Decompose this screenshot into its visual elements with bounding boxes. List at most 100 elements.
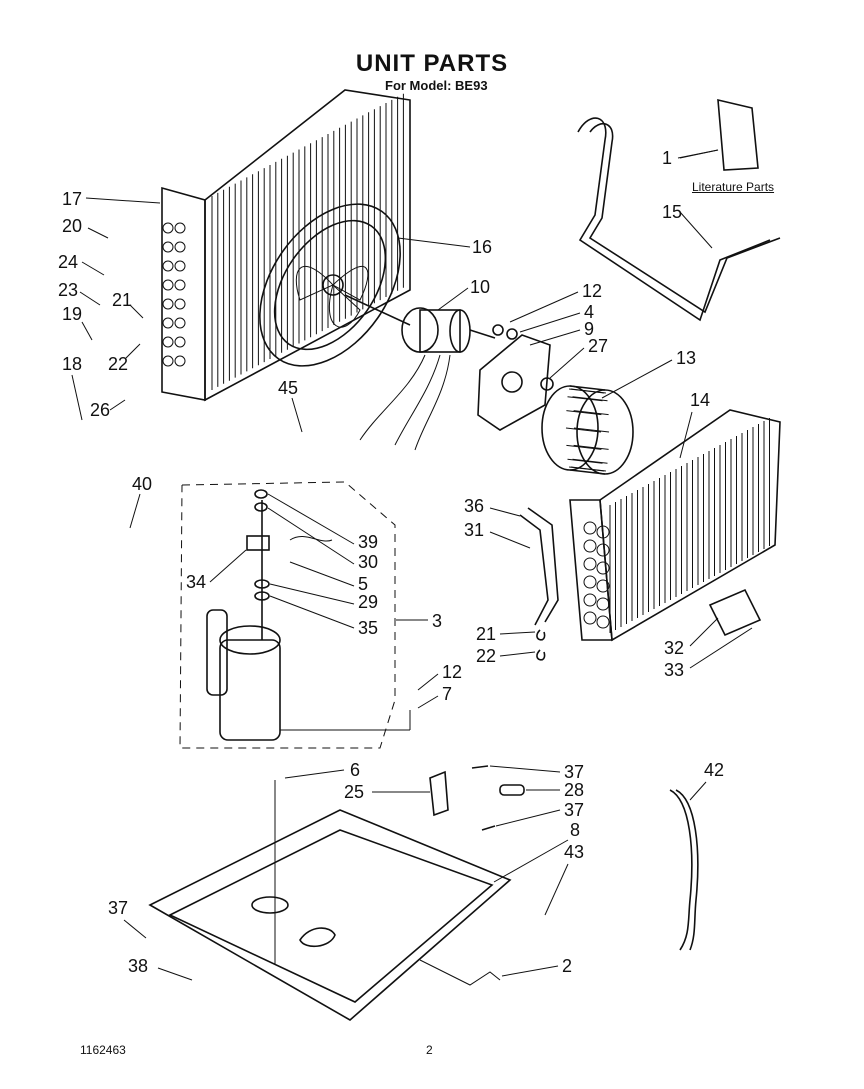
leader-line-c17 — [85, 197, 161, 204]
leader-line-c43 — [544, 863, 569, 916]
callout-c42: 42 — [704, 760, 724, 780]
callout-c9: 9 — [584, 319, 594, 339]
callout-c18: 18 — [62, 354, 82, 374]
leader-line-c26 — [109, 399, 126, 411]
leader-line-c6 — [284, 769, 345, 779]
leader-line-c21b — [499, 631, 536, 635]
leader-line-c33 — [689, 627, 753, 669]
blower-wheel-drawing — [541, 385, 634, 475]
leader-line-c2 — [501, 965, 559, 977]
leader-line-c22a — [125, 343, 141, 359]
leader-line-c4 — [519, 312, 581, 333]
fan-motor-drawing — [359, 307, 496, 451]
leader-line-c23 — [79, 291, 101, 306]
callout-c25: 25 — [344, 782, 364, 802]
brackets-drawing — [429, 765, 525, 831]
refrigerant-tubes-drawing — [519, 507, 559, 661]
leader-line-c37c — [123, 919, 147, 939]
leader-line-c7 — [417, 695, 439, 709]
callout-c15: 15 — [662, 202, 682, 222]
callout-c4: 4 — [584, 302, 594, 322]
leader-line-c14 — [679, 411, 693, 459]
leader-line-c40 — [129, 493, 141, 529]
callout-c35: 35 — [358, 618, 378, 638]
callout-c37b: 37 — [564, 800, 584, 820]
leader-line-c1 — [677, 149, 719, 159]
leader-line-c9 — [529, 329, 581, 346]
callout-c24: 24 — [58, 252, 78, 272]
callout-c21a: 21 — [112, 290, 132, 310]
callout-c45: 45 — [278, 378, 298, 398]
leader-line-c35 — [269, 595, 355, 629]
condenser-coil-drawing — [161, 89, 411, 402]
callout-c33: 33 — [664, 660, 684, 680]
callout-c6: 6 — [350, 760, 360, 780]
evaporator-coil-drawing — [569, 409, 781, 642]
leader-line-c31 — [489, 531, 531, 549]
leader-line-c16 — [397, 237, 471, 248]
callout-c34: 34 — [186, 572, 206, 592]
leader-line-c5 — [289, 561, 355, 587]
callout-c7: 7 — [442, 684, 452, 704]
callout-c19: 19 — [62, 304, 82, 324]
callout-c12b: 12 — [442, 662, 462, 682]
model-subtitle: For Model: BE93 — [385, 78, 488, 93]
callout-c17: 17 — [62, 189, 82, 209]
leader-line-c38 — [157, 967, 193, 981]
callout-c30: 30 — [358, 552, 378, 572]
leader-line-c34 — [209, 549, 247, 583]
callout-c43: 43 — [564, 842, 584, 862]
callout-c12a: 12 — [582, 281, 602, 301]
leader-line-c8 — [493, 839, 569, 883]
callout-c37c: 37 — [108, 898, 128, 918]
callout-c3: 3 — [432, 611, 442, 631]
leader-line-c19 — [81, 321, 93, 341]
leader-line-c12a — [509, 291, 579, 323]
callout-c20: 20 — [62, 216, 82, 236]
leader-line-c13 — [601, 359, 673, 399]
callout-c14: 14 — [690, 390, 710, 410]
callout-c27: 27 — [588, 336, 608, 356]
callout-c22a: 22 — [108, 354, 128, 374]
callout-c2: 2 — [562, 956, 572, 976]
literature-parts-label: Literature Parts — [692, 180, 775, 194]
leader-line-c37a — [489, 765, 561, 773]
callout-c5: 5 — [358, 574, 368, 594]
leader-line-c30 — [267, 507, 355, 565]
callout-c21b: 21 — [476, 624, 496, 644]
leader-line-c37b — [495, 809, 561, 827]
leader-line-c15 — [679, 211, 713, 249]
leader-line-c45 — [291, 397, 303, 433]
callout-c1: 1 — [662, 148, 672, 168]
condenser-fan-drawing — [259, 203, 411, 367]
compressor-assembly-drawing — [179, 481, 411, 749]
leader-line-c18 — [71, 374, 83, 421]
callout-c22b: 22 — [476, 646, 496, 666]
leader-line-c39 — [267, 493, 355, 545]
leader-line-c42 — [689, 781, 707, 801]
callout-c36: 36 — [464, 496, 484, 516]
literature-booklet-drawing — [679, 98, 759, 171]
callout-c23: 23 — [58, 280, 78, 300]
leader-line-c27 — [549, 347, 585, 379]
leader-line-c10 — [437, 287, 469, 311]
callout-c8: 8 — [570, 820, 580, 840]
leader-line-c32 — [689, 617, 719, 647]
callout-c40: 40 — [132, 474, 152, 494]
leader-line-c21a — [129, 304, 144, 319]
page-number: 2 — [426, 1043, 433, 1057]
support-rail-drawing — [577, 117, 781, 322]
leader-line-c20 — [87, 227, 109, 239]
callout-c37a: 37 — [564, 762, 584, 782]
leader-line-c12b — [417, 673, 439, 691]
leader-line-c22b — [499, 651, 536, 657]
callout-c38: 38 — [128, 956, 148, 976]
page-title: UNIT PARTS — [355, 50, 509, 77]
callout-c10: 10 — [470, 277, 490, 297]
seal-strip-drawing — [708, 588, 762, 637]
callout-c39: 39 — [358, 532, 378, 552]
motor-mount-drawing — [477, 324, 554, 431]
callout-c13: 13 — [676, 348, 696, 368]
